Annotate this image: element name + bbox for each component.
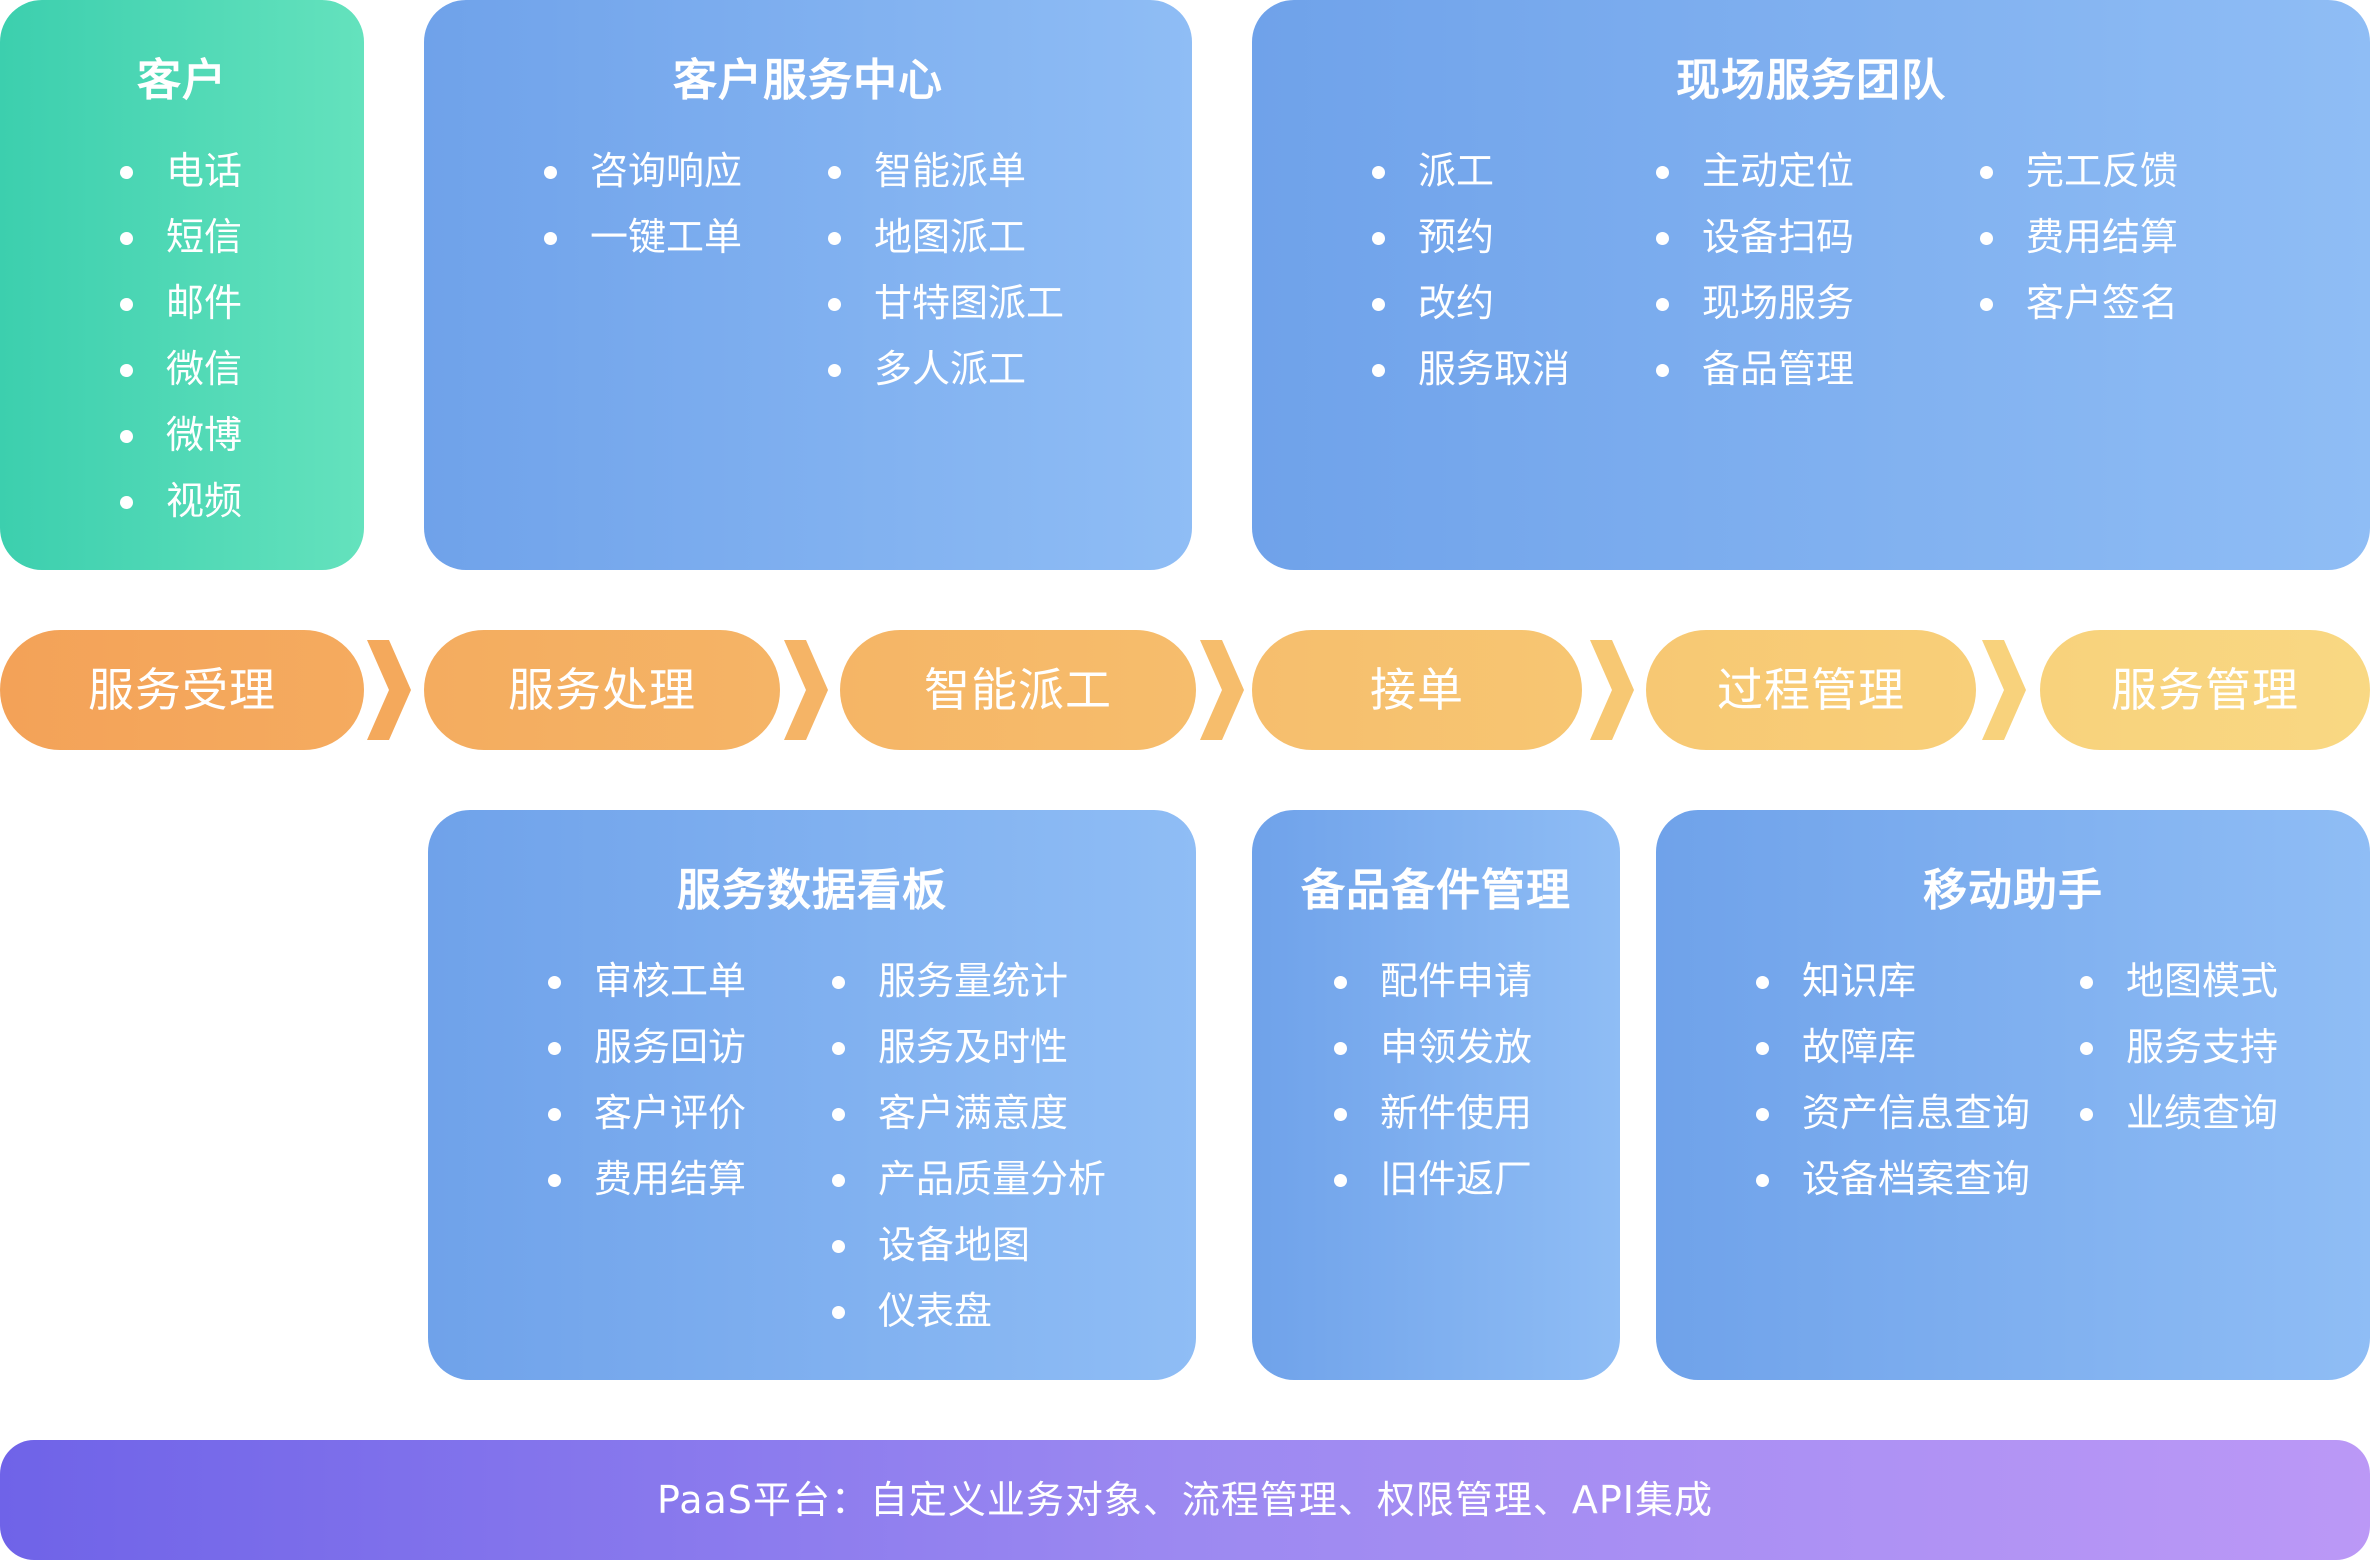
flow-step-5: 过程管理: [1646, 630, 1976, 750]
list-item: 一键工单: [544, 204, 742, 270]
list-item: 地图模式: [2080, 948, 2278, 1014]
list-item: 产品质量分析: [832, 1146, 1106, 1212]
list-item: 邮件: [120, 270, 242, 336]
spare-parts-card: 备品备件管理 配件申请申领发放新件使用旧件返厂: [1252, 810, 1620, 1380]
list-item: 新件使用: [1334, 1080, 1532, 1146]
mobile-list-1: 知识库故障库资产信息查询设备档案查询: [1756, 948, 2030, 1212]
list-item: 申领发放: [1334, 1014, 1532, 1080]
customer-card: 客户 电话短信邮件微信微博视频: [0, 0, 364, 570]
field-team-list-3: 完工反馈费用结算客户签名: [1980, 138, 2178, 336]
field-team-card: 现场服务团队 派工预约改约服务取消 主动定位设备扫码现场服务备品管理 完工反馈费…: [1252, 0, 2370, 570]
spare-parts-title: 备品备件管理: [1301, 865, 1571, 916]
service-center-title: 客户服务中心: [673, 55, 943, 106]
chevron-right-icon: [1982, 640, 2026, 740]
flow-step-1: 服务受理: [0, 630, 364, 750]
list-item: 旧件返厂: [1334, 1146, 1532, 1212]
list-item: 客户签名: [1980, 270, 2178, 336]
list-item: 甘特图派工: [828, 270, 1064, 336]
list-item: 审核工单: [548, 948, 746, 1014]
mobile-card: 移动助手 知识库故障库资产信息查询设备档案查询 地图模式服务支持业绩查询: [1656, 810, 2370, 1380]
list-item: 主动定位: [1656, 138, 1854, 204]
list-item: 服务支持: [2080, 1014, 2278, 1080]
flow-step-4: 接单: [1252, 630, 1582, 750]
service-center-list-2: 智能派单地图派工甘特图派工多人派工: [828, 138, 1064, 402]
field-team-title: 现场服务团队: [1676, 55, 1946, 106]
spare-parts-list: 配件申请申领发放新件使用旧件返厂: [1334, 948, 1532, 1212]
chevron-right-icon: [1590, 640, 1634, 740]
list-item: 服务取消: [1372, 336, 1570, 402]
flow-step-3: 智能派工: [840, 630, 1196, 750]
list-item: 费用结算: [548, 1146, 746, 1212]
list-item: 服务及时性: [832, 1014, 1106, 1080]
list-item: 业绩查询: [2080, 1080, 2278, 1146]
field-team-list-1: 派工预约改约服务取消: [1372, 138, 1570, 402]
list-item: 仪表盘: [832, 1278, 1106, 1344]
mobile-list-2: 地图模式服务支持业绩查询: [2080, 948, 2278, 1146]
list-item: 服务量统计: [832, 948, 1106, 1014]
dashboard-title: 服务数据看板: [677, 865, 947, 916]
list-item: 设备扫码: [1656, 204, 1854, 270]
list-item: 费用结算: [1980, 204, 2178, 270]
list-item: 预约: [1372, 204, 1570, 270]
dashboard-card: 服务数据看板 审核工单服务回访客户评价费用结算 服务量统计服务及时性客户满意度产…: [428, 810, 1196, 1380]
paas-platform-bar: PaaS平台：自定义业务对象、流程管理、权限管理、API集成: [0, 1440, 2370, 1560]
flow-step-6: 服务管理: [2040, 630, 2370, 750]
list-item: 知识库: [1756, 948, 2030, 1014]
service-center-card: 客户服务中心 咨询响应一键工单 智能派单地图派工甘特图派工多人派工: [424, 0, 1192, 570]
list-item: 现场服务: [1656, 270, 1854, 336]
list-item: 客户评价: [548, 1080, 746, 1146]
list-item: 备品管理: [1656, 336, 1854, 402]
dashboard-list-2: 服务量统计服务及时性客户满意度产品质量分析设备地图仪表盘: [832, 948, 1106, 1344]
mobile-title: 移动助手: [1923, 865, 2103, 916]
chevron-right-icon: [1200, 640, 1244, 740]
list-item: 地图派工: [828, 204, 1064, 270]
dashboard-list-1: 审核工单服务回访客户评价费用结算: [548, 948, 746, 1212]
list-item: 故障库: [1756, 1014, 2030, 1080]
list-item: 资产信息查询: [1756, 1080, 2030, 1146]
list-item: 客户满意度: [832, 1080, 1106, 1146]
list-item: 视频: [120, 468, 242, 534]
list-item: 短信: [120, 204, 242, 270]
list-item: 配件申请: [1334, 948, 1532, 1014]
chevron-right-icon: [367, 640, 411, 740]
list-item: 改约: [1372, 270, 1570, 336]
list-item: 服务回访: [548, 1014, 746, 1080]
list-item: 电话: [120, 138, 242, 204]
list-item: 智能派单: [828, 138, 1064, 204]
field-team-list-2: 主动定位设备扫码现场服务备品管理: [1656, 138, 1854, 402]
list-item: 微博: [120, 402, 242, 468]
list-item: 咨询响应: [544, 138, 742, 204]
flow-step-2: 服务处理: [424, 630, 780, 750]
list-item: 完工反馈: [1980, 138, 2178, 204]
list-item: 微信: [120, 336, 242, 402]
customer-list: 电话短信邮件微信微博视频: [120, 138, 242, 534]
customer-card-title: 客户: [137, 55, 227, 106]
list-item: 多人派工: [828, 336, 1064, 402]
list-item: 派工: [1372, 138, 1570, 204]
chevron-right-icon: [784, 640, 828, 740]
list-item: 设备地图: [832, 1212, 1106, 1278]
list-item: 设备档案查询: [1756, 1146, 2030, 1212]
service-center-list-1: 咨询响应一键工单: [544, 138, 742, 270]
